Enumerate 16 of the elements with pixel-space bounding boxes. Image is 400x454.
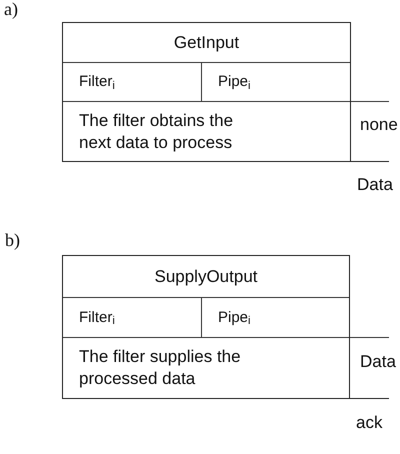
description-text: The filter supplies the processed data bbox=[63, 338, 349, 398]
io-label: none bbox=[360, 116, 398, 134]
panel-label: b) bbox=[5, 230, 20, 250]
filter-cell: Filter$_{i}$ bbox=[63, 63, 202, 102]
operation-name-cell: SupplyOutput bbox=[63, 256, 349, 298]
pipe-cell: Pipe$_{i}$ bbox=[202, 63, 350, 102]
filter-cell: Filter$_{i}$ bbox=[63, 298, 202, 338]
description-text: The filter obtains the next data to process bbox=[63, 102, 350, 161]
io-label: Data bbox=[360, 353, 396, 371]
panel-label: a) bbox=[4, 0, 18, 19]
operation-name-cell: GetInput bbox=[63, 23, 350, 63]
card-frame bbox=[62, 255, 350, 399]
io-label: ack bbox=[356, 414, 382, 432]
card-frame bbox=[62, 22, 351, 162]
pipe-cell: Pipe$_{i}$ bbox=[202, 298, 349, 338]
io-label: Data bbox=[357, 176, 393, 194]
